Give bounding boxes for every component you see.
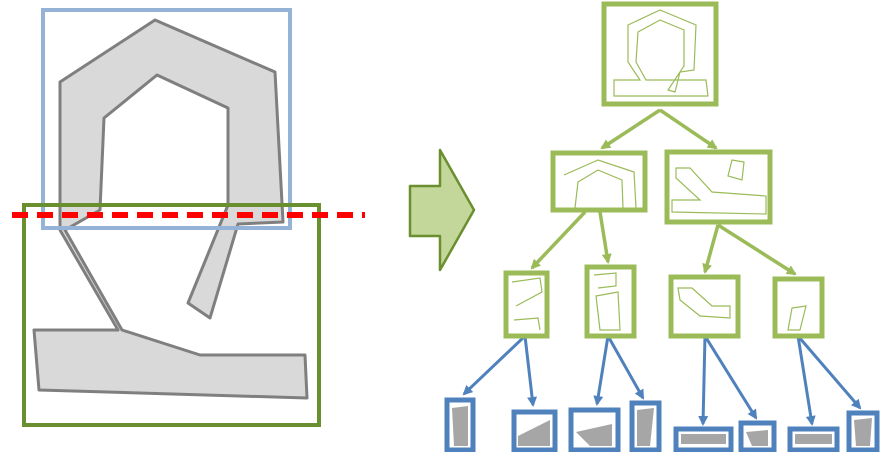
leaf-node-4 (629, 400, 662, 452)
tree-edge (659, 108, 718, 150)
leaf-edge (796, 335, 862, 410)
tree-edge (702, 224, 720, 274)
leaf-node-5 (673, 426, 734, 452)
transform-arrow (408, 148, 476, 272)
tree-node-level2-b (584, 264, 637, 339)
leaf-node-2 (511, 409, 558, 452)
source-polygon-group (12, 8, 365, 427)
leaf-edge (698, 335, 709, 426)
leaf-edge (703, 335, 758, 420)
tree-edge (530, 210, 587, 270)
leaf-edge (796, 335, 816, 426)
tree-node-level2-c (668, 274, 741, 339)
tree-group (444, 1, 880, 452)
tree-edge (598, 211, 612, 264)
leaf-node-6 (738, 420, 777, 452)
leaf-edge (462, 334, 527, 396)
leaf-node-3 (568, 407, 621, 452)
tree-edge (600, 108, 661, 150)
omega-polygon (32, 18, 309, 400)
leaf-edge (593, 335, 610, 406)
leaf-node-8 (846, 410, 880, 452)
tree-node-level1-right (664, 149, 773, 225)
tree-node-root (601, 1, 719, 107)
leaf-node-1 (444, 397, 476, 452)
lower-bounding-box (22, 203, 321, 427)
tree-node-level2-a (503, 270, 550, 339)
upper-bounding-box (41, 8, 292, 230)
leaf-edge (606, 335, 645, 400)
tree-node-level1-left (550, 150, 648, 213)
leaf-node-7 (787, 426, 840, 452)
leaf-edge (523, 335, 538, 407)
tree-node-level2-d (772, 276, 825, 339)
tree-edge (717, 223, 797, 276)
